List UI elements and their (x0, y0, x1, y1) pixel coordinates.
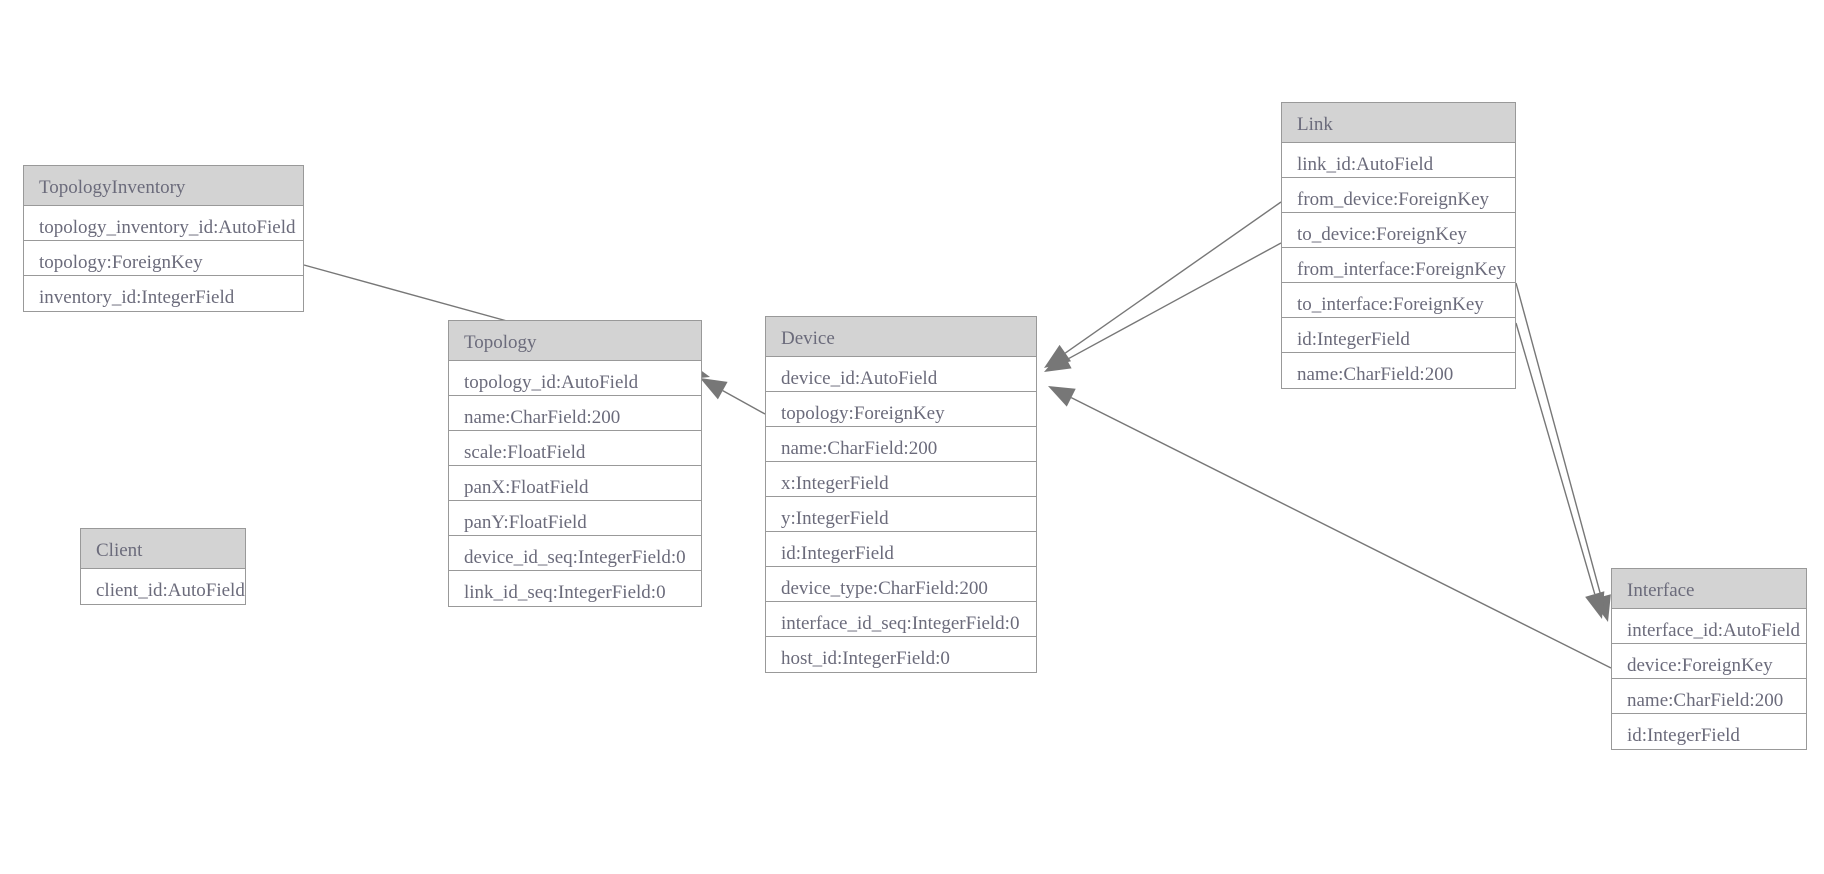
relationship-arrowhead (1585, 591, 1605, 619)
relationship-arrowhead (1044, 350, 1072, 372)
entity-field: scale:FloatField (449, 431, 701, 466)
entity-field: panY:FloatField (449, 501, 701, 536)
relationship-line (722, 389, 766, 415)
relationship-interface-device (1048, 386, 1612, 669)
entity-field: device_type:CharField:200 (766, 567, 1036, 602)
entity-field: inventory_id:IntegerField (24, 276, 303, 311)
entity-field: id:IntegerField (1282, 318, 1515, 353)
relationship-link-to-interface (1515, 322, 1605, 619)
entity-field: name:CharField:200 (1282, 353, 1515, 388)
entity-field: topology:ForeignKey (24, 241, 303, 276)
entity-fields-client: client_id:AutoField (81, 569, 245, 604)
relationship-line (1515, 282, 1602, 598)
entity-field: name:CharField:200 (1612, 679, 1806, 714)
entity-title-interface: Interface (1612, 569, 1806, 609)
entity-field: id:IntegerField (766, 532, 1036, 567)
entity-field: topology_inventory_id:AutoField (24, 206, 303, 241)
entity-field: from_device:ForeignKey (1282, 178, 1515, 213)
relationship-arrowhead (1591, 594, 1611, 622)
entity-title-device: Device (766, 317, 1036, 357)
entity-title-topologyinventory: TopologyInventory (24, 166, 303, 206)
entity-field: device:ForeignKey (1612, 644, 1806, 679)
relationship-line (1515, 322, 1596, 595)
relationship-arrowhead (1048, 386, 1076, 407)
entity-field: from_interface:ForeignKey (1282, 248, 1515, 283)
relationship-link-to-device (1044, 242, 1282, 372)
entity-field: name:CharField:200 (766, 427, 1036, 462)
entity-field: y:IntegerField (766, 497, 1036, 532)
relationship-line (1064, 201, 1282, 354)
relationship-line (1066, 242, 1282, 361)
entity-title-link: Link (1282, 103, 1515, 143)
entity-field: to_interface:ForeignKey (1282, 283, 1515, 318)
relationship-link-from-device (1044, 201, 1282, 368)
entity-title-topology: Topology (449, 321, 701, 361)
entity-field: interface_id_seq:IntegerField:0 (766, 602, 1036, 637)
entity-field: topology_id:AutoField (449, 361, 701, 396)
entity-field: interface_id:AutoField (1612, 609, 1806, 644)
entity-field: link_id_seq:IntegerField:0 (449, 571, 701, 606)
entity-field: to_device:ForeignKey (1282, 213, 1515, 248)
relationship-arrowhead (700, 378, 728, 400)
entity-field: panX:FloatField (449, 466, 701, 501)
entity-title-client: Client (81, 529, 245, 569)
relationship-link-from-interface (1515, 282, 1611, 622)
relationship-line (1070, 397, 1612, 669)
entity-field: link_id:AutoField (1282, 143, 1515, 178)
entity-field: topology:ForeignKey (766, 392, 1036, 427)
entity-field: host_id:IntegerField:0 (766, 637, 1036, 672)
entity-field: client_id:AutoField (81, 569, 245, 604)
relationship-device-topology (700, 378, 766, 415)
relationship-arrowhead (1044, 344, 1072, 368)
entity-field: id:IntegerField (1612, 714, 1806, 749)
entity-field: device_id:AutoField (766, 357, 1036, 392)
entity-field: name:CharField:200 (449, 396, 701, 431)
entity-field: x:IntegerField (766, 462, 1036, 497)
entity-field: device_id_seq:IntegerField:0 (449, 536, 701, 571)
